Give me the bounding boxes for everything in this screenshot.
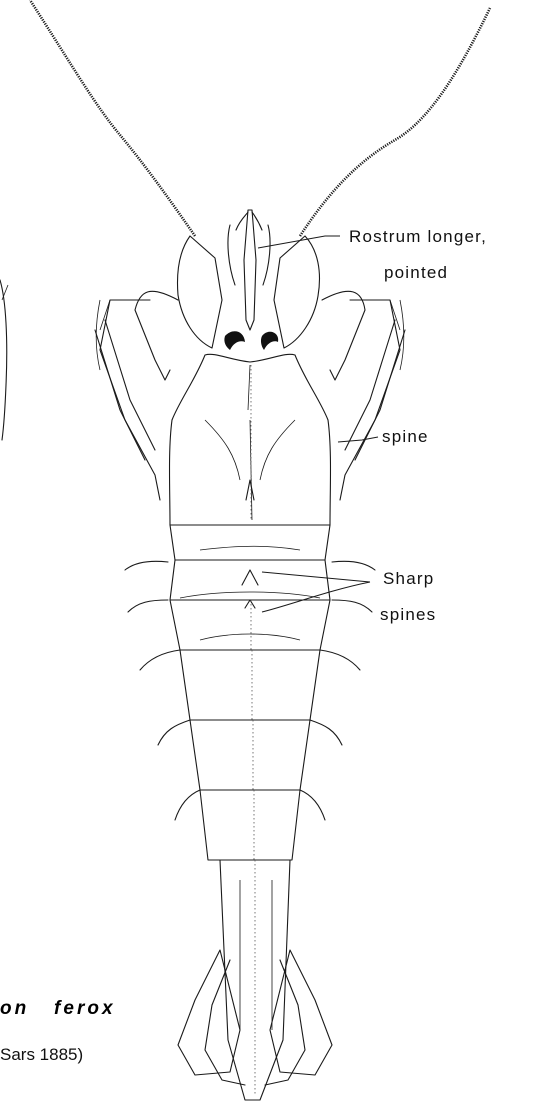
partial-specimen-sketch (0, 280, 7, 440)
sharp-spines-label-line1: Sharp (383, 569, 434, 588)
abdominal-segment-2 (170, 560, 330, 600)
species-name-partial: on ferox (0, 998, 116, 1019)
right-eye (261, 332, 278, 350)
left-antennal-scale (178, 236, 223, 348)
right-antennal-scale (274, 236, 319, 348)
left-pereopods (95, 291, 178, 500)
left-eye (224, 331, 245, 350)
abdominal-segment-6 (200, 790, 300, 860)
rostrum-label-line2: pointed (384, 263, 448, 282)
rostrum-label-line1: Rostrum longer, (349, 227, 487, 246)
spine-leader-line (338, 437, 378, 442)
author-citation-partial: Sars 1885) (0, 1045, 83, 1064)
abdominal-segment-4 (180, 650, 320, 720)
sharp-spines-label-line2: spines (380, 605, 436, 624)
spine-label: spine (382, 427, 429, 446)
left-antenna (30, 0, 195, 236)
abdominal-segment-3 (170, 600, 330, 650)
right-antenna (300, 8, 490, 236)
sharp-spines-leader-line-1 (262, 572, 370, 582)
abdominal-segment-5 (190, 720, 310, 790)
abdominal-segment-1 (170, 525, 330, 560)
right-pereopods (322, 291, 405, 500)
rostrum (244, 210, 256, 330)
